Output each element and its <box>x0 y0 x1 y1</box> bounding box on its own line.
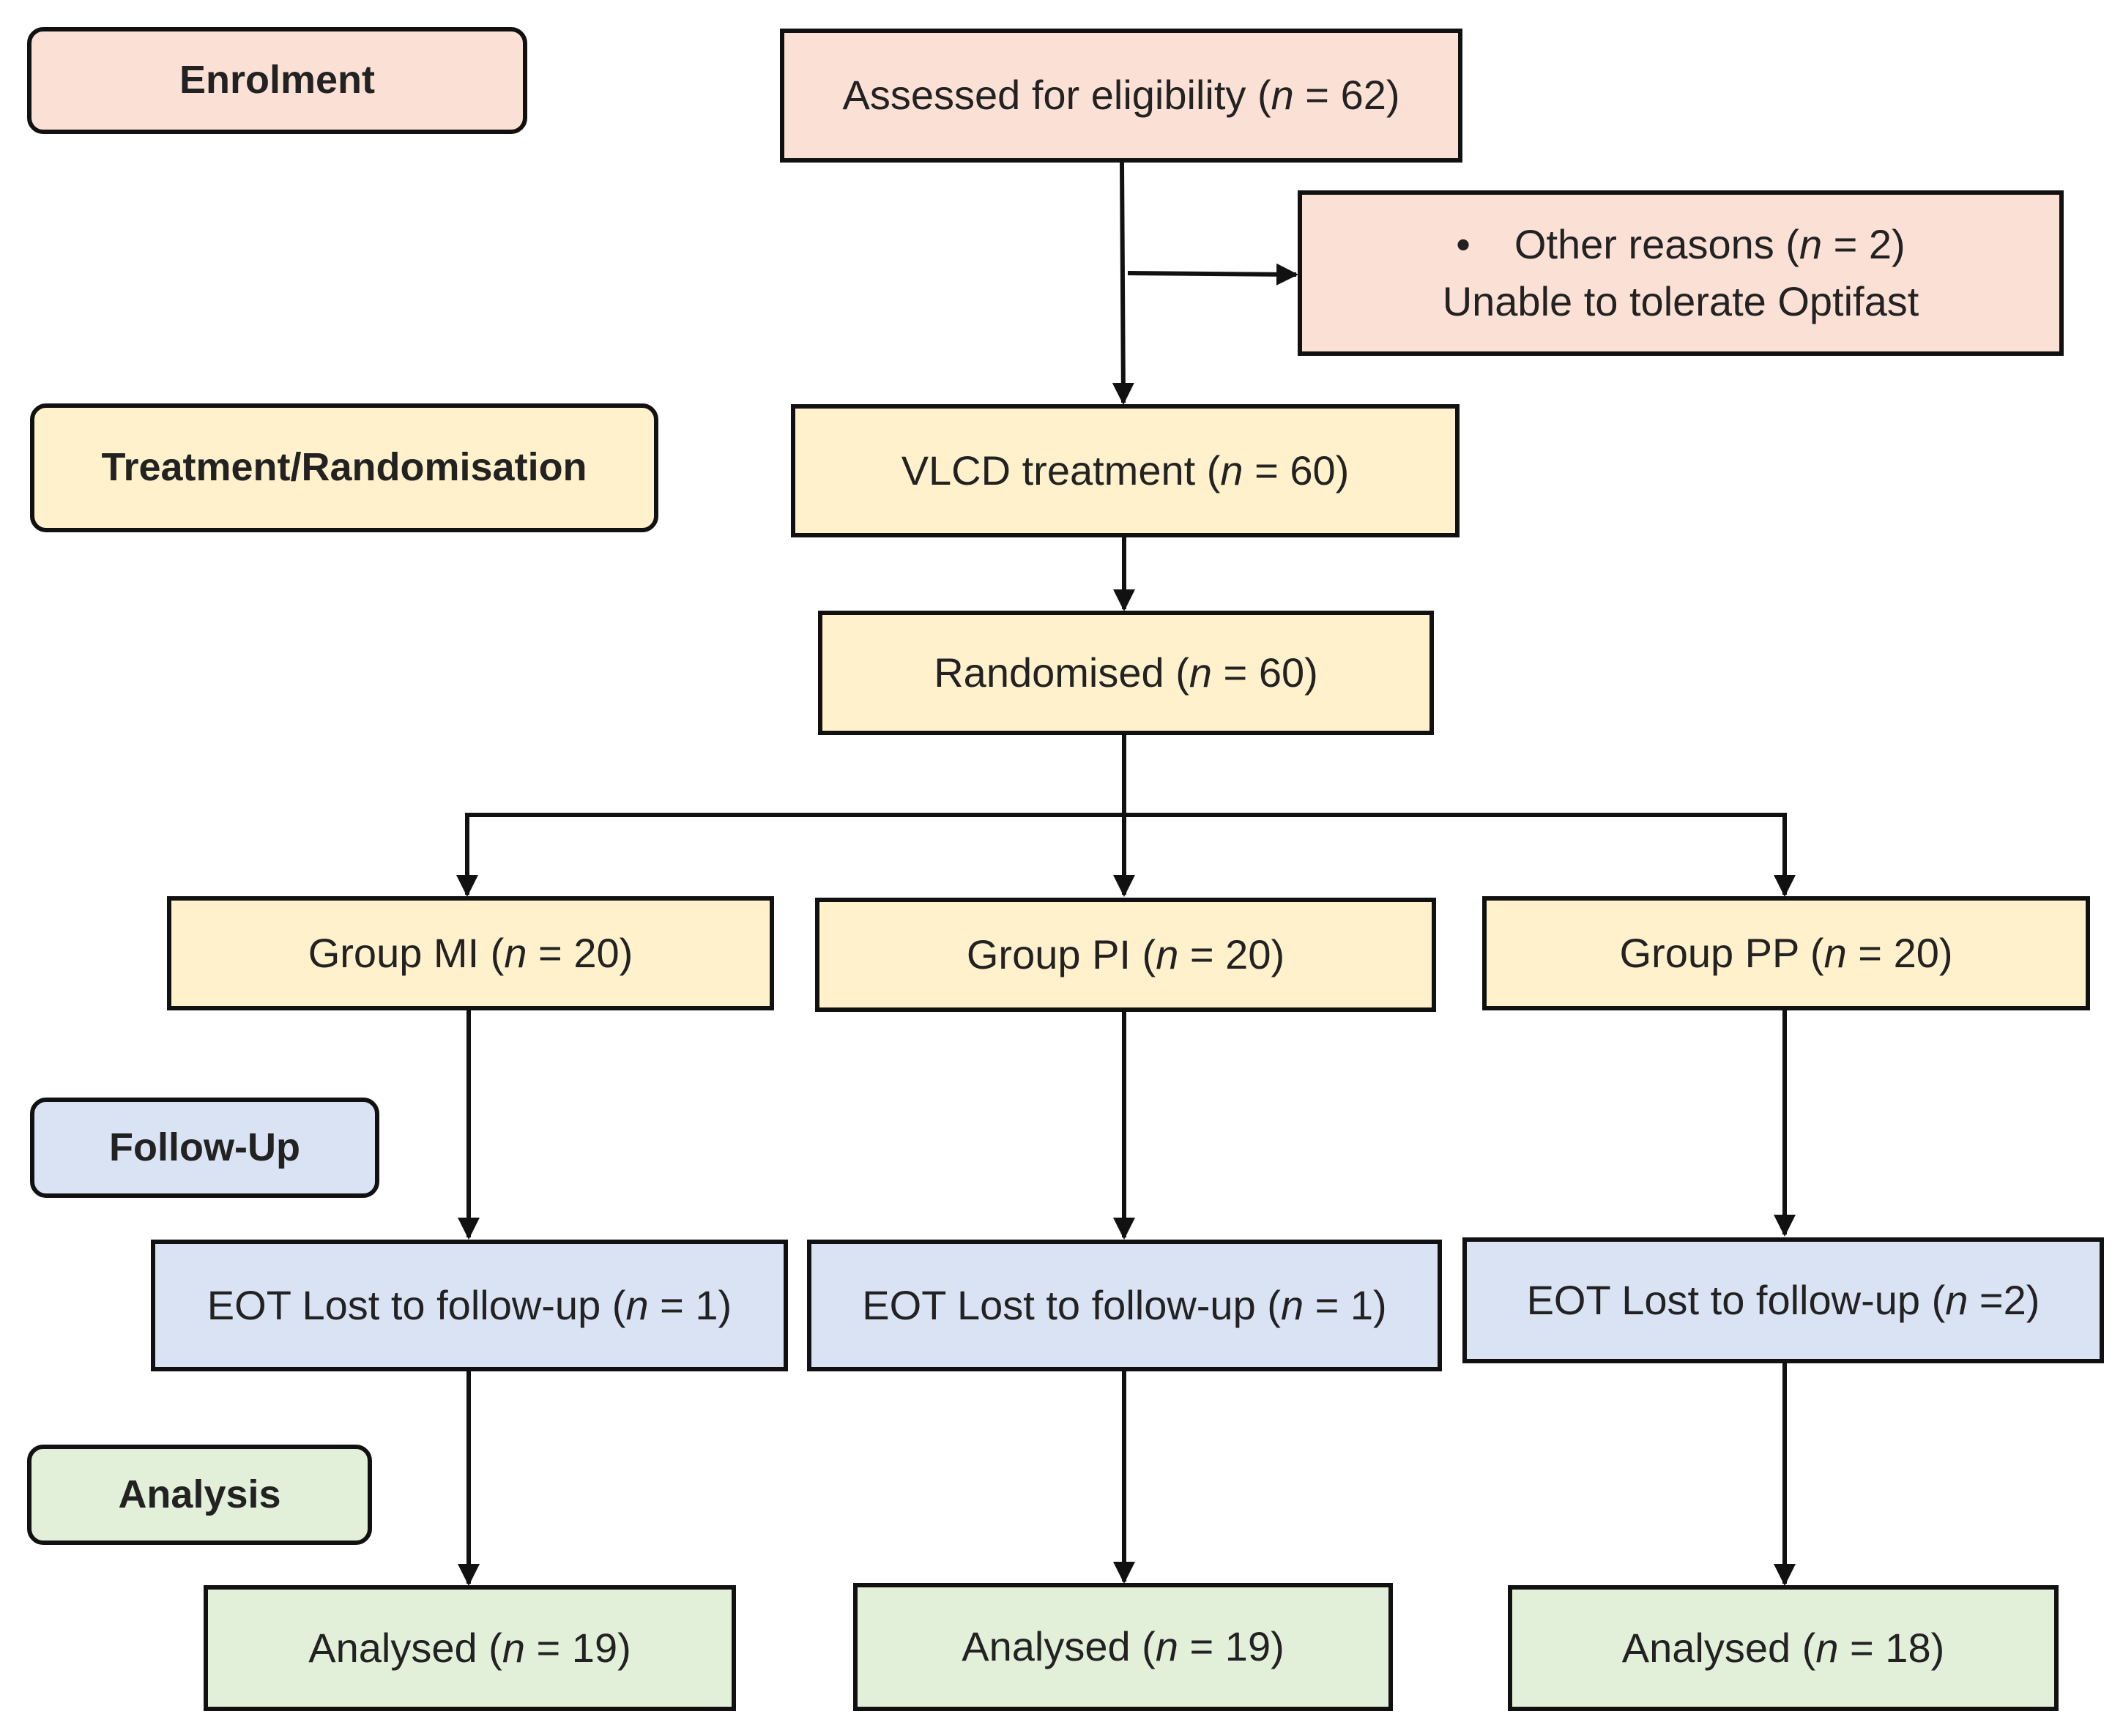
stage-analysis-label: Analysis <box>118 1472 281 1516</box>
node-group-pp: Group PP (n = 20) <box>1482 896 2090 1010</box>
stage-enrolment-label: Enrolment <box>179 58 376 103</box>
node-analysed-mi: Analysed (n = 19) <box>204 1585 736 1711</box>
excluded-detail-line: Unable to tolerate Optifast <box>1442 278 1919 324</box>
node-lost-followup-mi: EOT Lost to follow-up (n = 1) <box>151 1240 788 1371</box>
node-lost-followup-pp: EOT Lost to follow-up (n =2) <box>1462 1237 2104 1363</box>
node-group-pi: Group PI (n = 20) <box>815 898 1436 1012</box>
node-assessed-eligibility: Assessed for eligibility (n = 62) <box>780 29 1462 163</box>
stage-follow-up-label: Follow-Up <box>109 1125 300 1169</box>
node-analysed-pi: Analysed (n = 19) <box>853 1583 1393 1711</box>
arrow-to-excluded <box>1127 263 1298 286</box>
bullet-icon: • <box>1456 220 1471 267</box>
excluded-reason-line: •Other reasons (n = 2) <box>1456 216 1905 273</box>
stage-treatment-randomisation: Treatment/Randomisation <box>30 403 658 532</box>
node-lost-followup-pi: EOT Lost to follow-up (n = 1) <box>807 1240 1442 1371</box>
node-group-mi: Group MI (n = 20) <box>167 896 774 1010</box>
node-randomised: Randomised (n = 60) <box>818 611 1434 735</box>
node-vlcd-treatment: VLCD treatment (n = 60) <box>791 404 1460 537</box>
node-excluded: •Other reasons (n = 2) Unable to tolerat… <box>1298 190 2064 356</box>
stage-follow-up: Follow-Up <box>30 1098 379 1198</box>
node-analysed-pp: Analysed (n = 18) <box>1508 1585 2059 1711</box>
stage-analysis: Analysis <box>27 1445 372 1545</box>
arrow-assessed-to-vlcd <box>1112 162 1134 405</box>
stage-enrolment: Enrolment <box>27 27 527 134</box>
stage-treatment-label: Treatment/Randomisation <box>101 445 587 490</box>
